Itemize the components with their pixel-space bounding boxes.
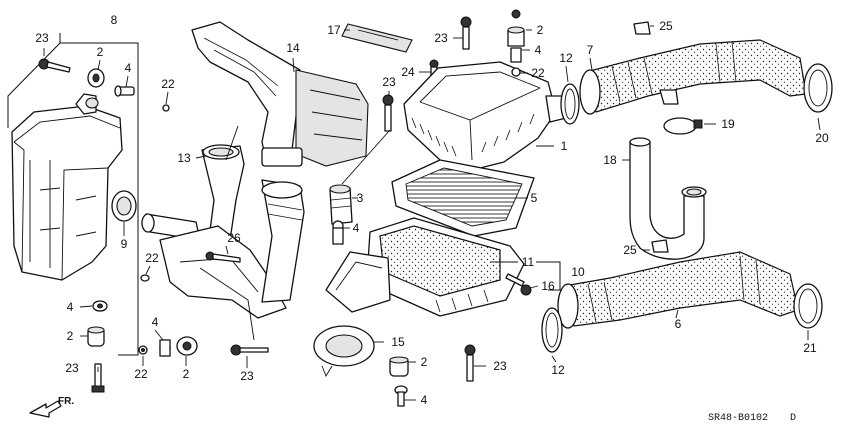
grommet-2-center-bottom: [389, 356, 409, 377]
callout-16: 16: [541, 279, 555, 293]
resonator-grommet-9: [111, 190, 137, 222]
callout-2: 2: [537, 23, 544, 37]
bolt-23-bottom: [230, 344, 269, 356]
breather-tube-18: [629, 137, 707, 260]
callout-26: 26: [227, 231, 241, 245]
callout-1: 1: [561, 139, 568, 153]
collar-4-bottom: [159, 339, 171, 357]
callout-4: 4: [353, 221, 360, 235]
bracket-10-11: [536, 261, 561, 291]
seal-12-upper: [560, 83, 580, 125]
clip-25-upper: [633, 21, 651, 35]
callout-22: 22: [531, 66, 545, 80]
callout-5: 5: [531, 191, 538, 205]
callout-12: 12: [559, 51, 573, 65]
bolt-23-center-bottom: [464, 344, 476, 382]
callout-4: 4: [67, 300, 74, 314]
callout-24: 24: [401, 65, 415, 79]
collar-4-lower-left: [92, 300, 108, 312]
bolt-23-center: [382, 94, 394, 132]
collar-4-top-left: [114, 85, 135, 97]
callout-3: 3: [357, 191, 364, 205]
callout-15: 15: [391, 335, 405, 349]
air-cleaner-case-11: [325, 217, 525, 317]
collar-4-center-top: [510, 47, 522, 63]
callout-4: 4: [535, 43, 542, 57]
air-cleaner-cover-1: [403, 61, 567, 171]
callout-11: 11: [522, 255, 535, 269]
resonator-chamber: [11, 93, 123, 281]
callout-22: 22: [161, 77, 175, 91]
callout-23: 23: [493, 359, 507, 373]
grommet-3: [329, 184, 353, 225]
clip-22-top-left: [162, 104, 170, 112]
callout-23: 23: [35, 31, 49, 45]
collar-4-center-bottom: [394, 385, 408, 407]
callout-4: 4: [152, 315, 159, 329]
callout-6: 6: [675, 317, 682, 331]
label-plate-17: [341, 23, 413, 53]
callout-4: 4: [125, 61, 132, 75]
callout-18: 18: [603, 153, 617, 167]
front-direction-label: FR.: [58, 396, 74, 407]
clamp-21: [793, 283, 823, 329]
callout-17: 17: [327, 23, 341, 37]
callout-21: 21: [803, 341, 817, 355]
bolt-23-center-top: [460, 16, 472, 50]
callout-13: 13: [177, 151, 191, 165]
band-clamp-19: [663, 117, 703, 135]
callout-12: 12: [551, 363, 565, 377]
drawing-code: SR48-B0102: [708, 413, 768, 424]
callout-7: 7: [587, 43, 594, 57]
clip-22-bottom: [138, 345, 148, 355]
bolt-26: [205, 251, 241, 263]
intake-duct-6: [557, 251, 799, 329]
intake-duct-7: [579, 39, 807, 115]
clip-22-center-top: [511, 67, 521, 77]
grommet-2-top-left: [87, 68, 105, 88]
grommet-2-center-top: [507, 9, 525, 47]
callout-25: 25: [623, 243, 637, 257]
revision-mark: D: [790, 413, 796, 424]
callout-2: 2: [67, 329, 74, 343]
callout-4: 4: [421, 393, 428, 407]
bolt-23-lower-left: [91, 363, 105, 393]
callout-9: 9: [121, 237, 128, 251]
lower-duct-bend: [159, 179, 305, 319]
leader-lines: [43, 25, 821, 401]
bolt-16: [505, 273, 532, 296]
callout-2: 2: [97, 45, 104, 59]
seal-15: [313, 325, 375, 367]
callout-14: 14: [286, 41, 300, 55]
callout-23: 23: [382, 75, 396, 89]
callout-2: 2: [421, 355, 428, 369]
callout-20: 20: [815, 131, 829, 145]
callout-2: 2: [183, 367, 190, 381]
clip-22-mid-left: [140, 274, 150, 282]
grommet-2-lower-left: [87, 326, 105, 347]
clip-25-lower: [651, 239, 669, 253]
grommet-2-bottom: [176, 336, 198, 356]
collar-4-center: [332, 220, 344, 245]
seal-12-lower: [541, 307, 563, 353]
callout-labels: 8 23 2 4 22 9 22 4 2 23 22 4 2 23 13 14 …: [35, 13, 829, 407]
callout-19: 19: [721, 117, 735, 131]
callout-23: 23: [240, 369, 254, 383]
air-filter-element-5: [391, 159, 535, 237]
callout-8: 8: [111, 13, 118, 27]
callout-10: 10: [571, 265, 585, 279]
callout-22: 22: [134, 367, 148, 381]
callout-23: 23: [65, 361, 79, 375]
bolt-23-top-left: [38, 58, 71, 73]
intake-duct-14: [191, 21, 369, 167]
callout-23: 23: [434, 31, 448, 45]
callout-25: 25: [659, 19, 673, 33]
front-direction-arrow: FR.: [29, 396, 74, 418]
clamp-20: [803, 63, 833, 113]
callout-22: 22: [145, 251, 159, 265]
